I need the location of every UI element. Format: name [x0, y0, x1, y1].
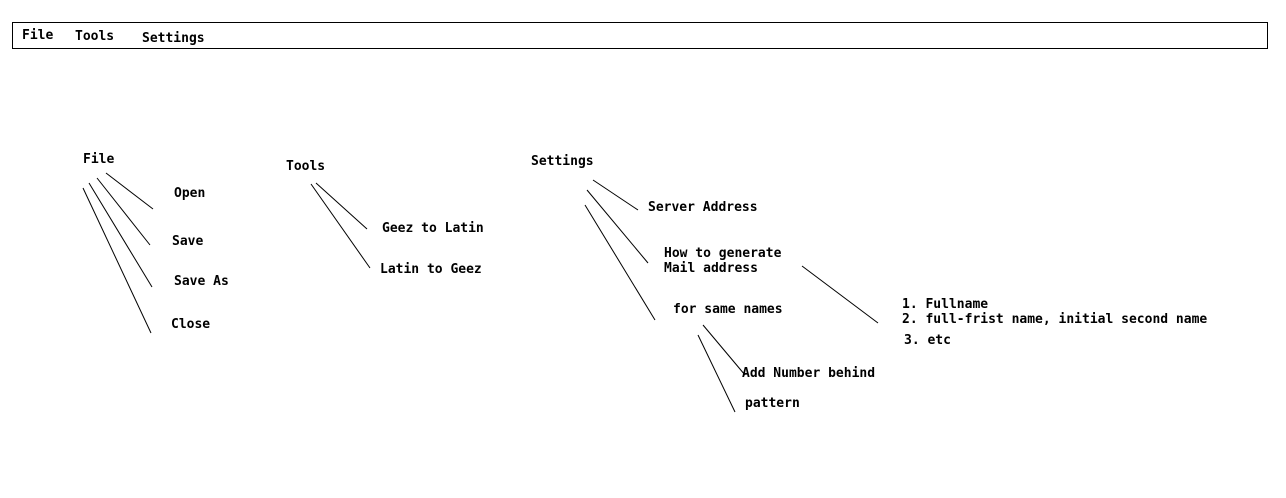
connector-file-open [105, 172, 154, 210]
connector-settings-server [592, 179, 639, 211]
file-item-save-as: Save As [174, 274, 229, 289]
connector-settings-generate [586, 189, 649, 264]
tools-item-geez-to-latin: Geez to Latin [382, 221, 484, 236]
connector-file-save [96, 177, 151, 246]
connector-same-names-pattern [697, 334, 736, 413]
file-title: File [83, 152, 115, 167]
menubar-settings[interactable]: Settings [142, 31, 205, 46]
menubar-file[interactable]: File [22, 28, 54, 43]
file-item-open: Open [174, 186, 206, 201]
menu-bar [12, 22, 1268, 49]
settings-server-address: Server Address [648, 200, 758, 215]
option-etc: 3. etc [904, 333, 951, 348]
settings-generate-line2: Mail address [664, 261, 758, 276]
tools-item-latin-to-geez: Latin to Geez [380, 262, 482, 277]
settings-add-number: Add Number behind [742, 366, 876, 381]
settings-same-names: for same names [673, 302, 783, 317]
connector-file-saveas [88, 182, 153, 288]
file-item-save: Save [172, 234, 204, 249]
settings-generate-line1: How to generate [664, 246, 782, 261]
menubar-tools[interactable]: Tools [75, 29, 115, 44]
tools-title: Tools [286, 159, 326, 174]
connector-generate-options [801, 265, 879, 324]
option-fullname: 1. Fullname [902, 297, 989, 312]
connector-tools-latin-to-geez [310, 183, 371, 269]
file-item-close: Close [171, 317, 211, 332]
connector-same-names-add-number [702, 324, 746, 376]
connector-tools-geez-to-latin [315, 182, 368, 230]
settings-pattern: pattern [745, 396, 800, 411]
connector-file-close [82, 187, 152, 334]
connector-settings-same-names [584, 204, 656, 321]
settings-title: Settings [531, 154, 594, 169]
option-first-initial: 2. full-frist name, initial second name [902, 312, 1208, 327]
